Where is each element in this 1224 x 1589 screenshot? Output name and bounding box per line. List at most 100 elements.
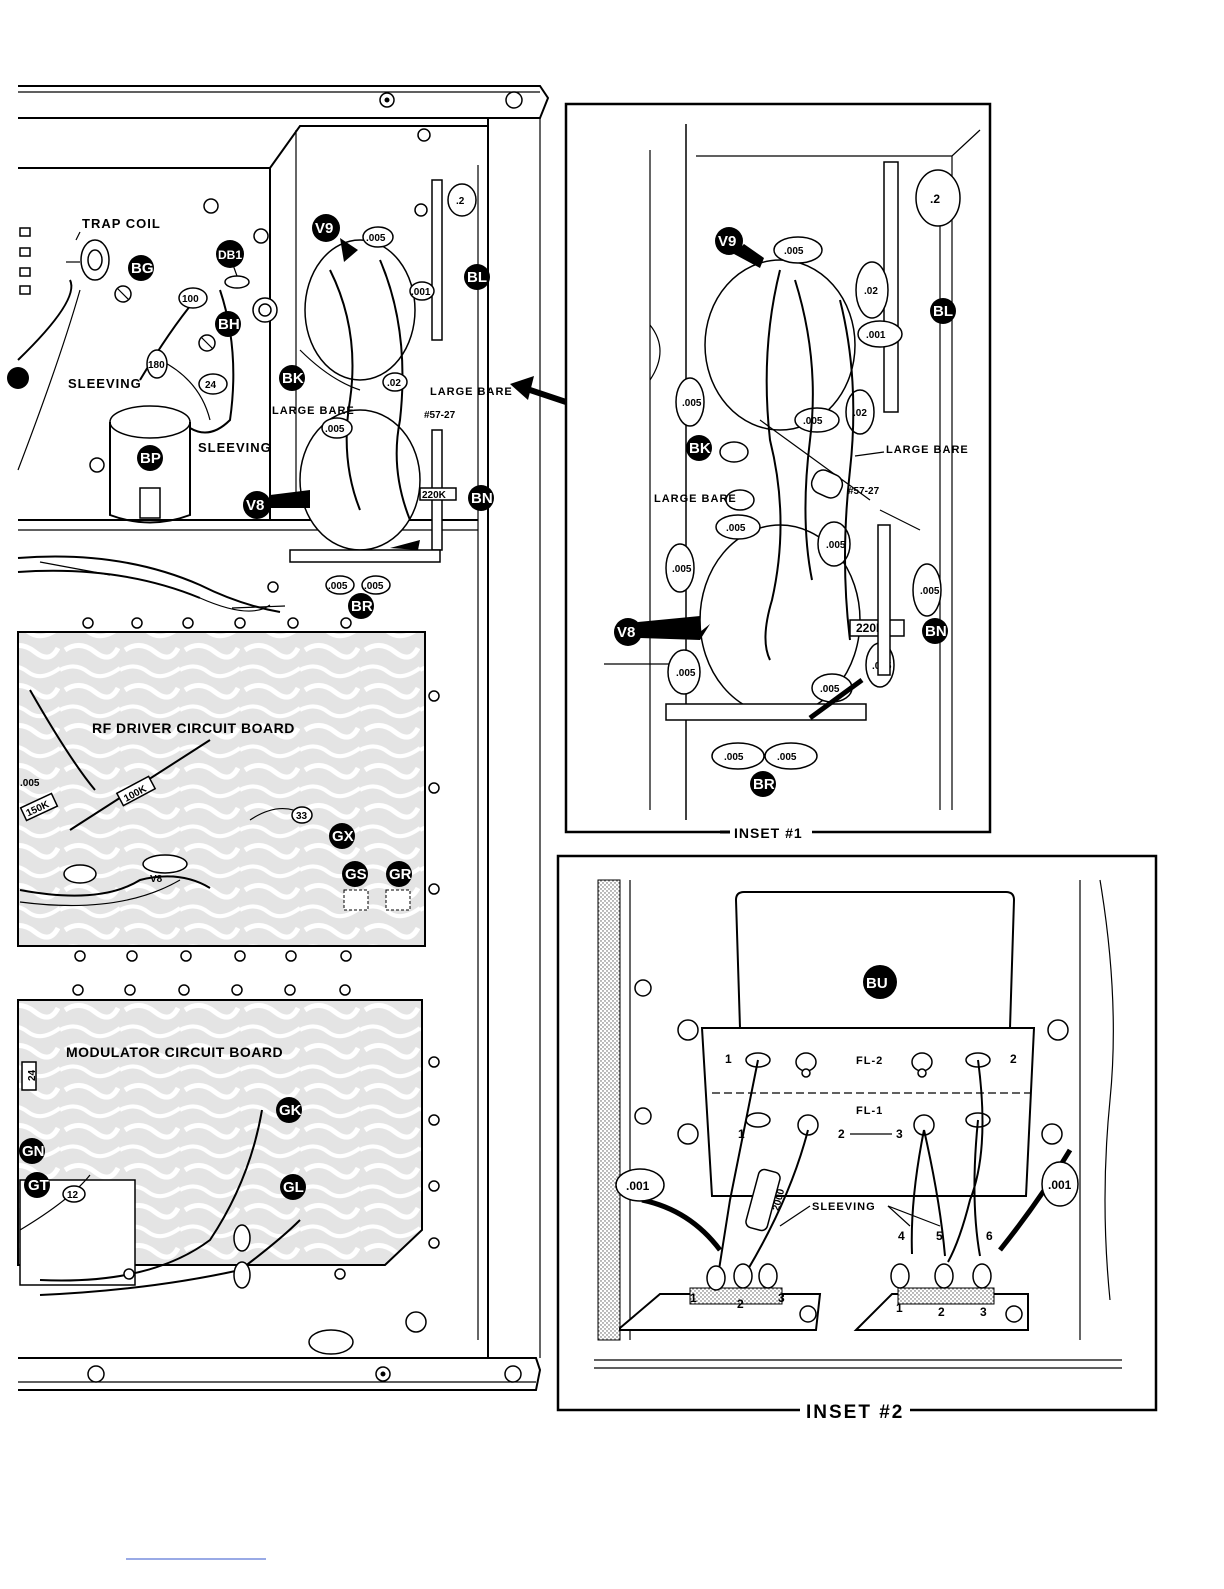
i1-cap-005-b: .005 [682,398,702,409]
i1-large-bare-top: LARGE BARE [886,444,969,456]
i1-tag-bn: BN [925,623,947,640]
tag-gx: GX [332,828,354,845]
i2-fl1-pin3: 3 [896,1127,903,1141]
tag-bl: BL [467,269,487,286]
i1-cap-2: .2 [930,192,940,206]
res-33-label: 33 [296,811,308,822]
trap-coil: TRAP COIL [66,216,161,303]
sleeving-label-1: SLEEVING [68,376,142,391]
i1-tag-v9: V9 [718,233,736,250]
tag-gr: GR [389,866,412,883]
tag-gk: GK [279,1102,302,1119]
tag-br: BR [351,598,373,615]
tag-v9: V9 [315,220,333,237]
main-cap-02: .02 [387,378,401,389]
i2-fl1-pin1: 1 [738,1127,745,1141]
i2-fl2-label: FL-2 [856,1055,883,1067]
br-cap-005-b: .005 [364,581,384,592]
inset-2: BU FL-2 1 2 FL-1 1 2 3 2000 SLEEVING [556,854,1158,1423]
i2-pin6: 6 [986,1229,993,1243]
i2-tb-pin3: 3 [778,1291,785,1305]
tag-v8: V8 [246,497,264,514]
i2-tb-pin2: 2 [737,1297,744,1311]
res-12-label: 12 [67,1190,79,1201]
i2-cap-right: .001 [1048,1178,1072,1192]
inset2-caption: INSET #2 [806,1402,904,1423]
trap-coil-label: TRAP COIL [82,216,161,231]
main-chassis: TRAP COIL SLEEVING SLEEVING 100 180 24 [7,85,550,1391]
i1-cap-005-j: .005 [920,586,940,597]
i2-tag-bu: BU [866,975,888,992]
inset-pointer-arrow [510,376,573,407]
mod-board-label: MODULATOR CIRCUIT BOARD [66,1044,283,1060]
modulator-board: MODULATOR CIRCUIT BOARD 12 24 [17,999,423,1296]
tag-gn: GN [22,1143,45,1160]
i2-sleeving-label: SLEEVING [812,1201,876,1213]
i2-fl1-pin2: 2 [838,1127,845,1141]
i1-cap-005-h: .005 [820,684,840,695]
i2-fl2-pin1: 1 [725,1052,732,1066]
res-180-label: 180 [148,360,165,371]
screw-row-top [82,617,352,629]
tag-bn: BN [471,490,493,507]
i1-tag-v8: V8 [617,624,635,641]
tag-gs: GS [345,866,367,883]
i2-tb-pin1: 1 [690,1291,697,1305]
i1-cap-005-e: .005 [826,540,846,551]
i1-cap-005-f: .005 [672,564,692,575]
res-100-label: 100 [182,294,199,305]
inset-1: .2 .02 .001 .005 .005 .005 .02 .005 .005… [564,102,992,841]
i2-pin4: 4 [898,1229,905,1243]
i1-tag-br: BR [753,776,775,793]
tag-gt: GT [28,1177,49,1194]
tag-bh: BH [218,316,240,333]
i1-tag-bk: BK [689,440,711,457]
i1-cap-005-d: .005 [726,523,746,534]
i1-tag-bl: BL [933,303,953,320]
res-24-mod: 24 [27,1069,38,1081]
sleeving-label-2: SLEEVING [198,440,272,455]
i2-fl1-label: FL-1 [856,1105,883,1117]
i1-cap-02-a: .02 [864,286,878,297]
v8-pin-label: V8 [150,874,163,885]
i1-wire-no: #57-27 [848,486,880,497]
tag-bg: BG [131,260,154,277]
main-res-220k: 220K [422,490,447,501]
tag-gl: GL [283,1179,304,1196]
large-bare-label-2: LARGE BARE [272,405,355,417]
rf-driver-board: RF DRIVER CIRCUIT BOARD 100K 150K .005 V… [17,631,426,947]
v9-cap-005: .005 [366,233,386,244]
main-cap-2: .2 [456,196,465,207]
i2-fl2-pin2: 2 [1010,1052,1017,1066]
main-tube-sockets: .005 .005 .001 .02 220K .005 .005 .2 LAR… [270,179,513,595]
i1-cap-005-k: .005 [724,752,744,763]
rf-cap-005: .005 [20,778,40,789]
br-cap-005-a: .005 [328,581,348,592]
i1-large-bare-left: LARGE BARE [654,493,737,505]
res-24-label: 24 [205,380,217,391]
i2-tb2-pin1: 1 [896,1301,903,1315]
i1-cap-005-a: .005 [784,246,804,257]
bl-cap-001: .001 [411,287,431,298]
tag-bk: BK [282,370,304,387]
main-tags: BG DB1 BH BL BK BP V9 V8 BN BR GX GS GR … [19,214,494,1200]
i2-cap-left: .001 [626,1179,650,1193]
i1-cap-005-l: .005 [777,752,797,763]
tag-db1: DB1 [218,248,242,262]
i2-tb2-pin2: 2 [938,1305,945,1319]
i1-cap-005-c: .005 [803,416,823,427]
v8-cap-005: .005 [325,424,345,435]
rf-board-label: RF DRIVER CIRCUIT BOARD [92,720,295,736]
i1-cap-001: .001 [866,330,886,341]
wire-no-label: #57-27 [424,410,456,421]
i2-tb2-pin3: 3 [980,1305,987,1319]
screw-row-mid [72,950,352,996]
inset1-caption: INSET #1 [734,825,803,841]
i1-cap-005-g: .005 [676,668,696,679]
large-bare-label-1: LARGE BARE [430,386,513,398]
i1-cap-02-b: .02 [853,408,867,419]
i2-pin5: 5 [936,1229,943,1243]
tag-bp: BP [140,450,161,467]
